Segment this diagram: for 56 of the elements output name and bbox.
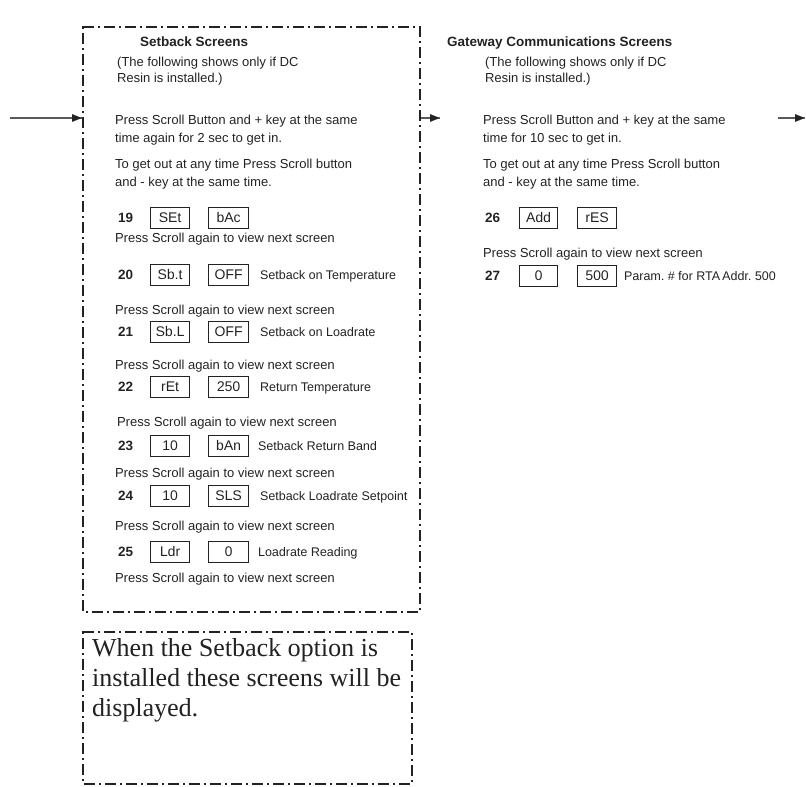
- display-readout: Sb.t: [150, 264, 190, 286]
- scroll-instruction: Press Scroll again to view next screen: [115, 229, 335, 247]
- instruction-text: To get out at any time Press Scroll button and - key at the same time.: [115, 155, 354, 191]
- note-box: [82, 631, 413, 785]
- step-number: 27: [485, 267, 500, 285]
- step-number: 19: [118, 209, 134, 227]
- screen-panel: [82, 26, 421, 613]
- display-readout: rEt: [150, 376, 190, 398]
- arrow: [10, 114, 82, 122]
- parameter-description: Setback on Loadrate: [260, 324, 376, 341]
- scroll-instruction: Press Scroll again to view next screen: [115, 464, 335, 482]
- step-number: 20: [118, 266, 134, 284]
- note-text: When the Setback option is installed these screens will be displayed.: [92, 633, 402, 723]
- parameter-description: Param. # for RTA Addr. 500: [624, 268, 776, 285]
- display-readout: bAc: [208, 207, 249, 229]
- display-readout: bAn: [208, 435, 249, 457]
- step-number: 25: [118, 543, 134, 561]
- scroll-instruction: Press Scroll again to view next screen: [115, 301, 335, 319]
- parameter-description: Loadrate Reading: [258, 544, 358, 561]
- display-readout: 0: [519, 265, 558, 287]
- parameter-description: Return Temperature: [260, 379, 371, 396]
- condition-note: (The following shows only if DC Resin is installed.): [117, 54, 300, 86]
- display-readout: SEt: [150, 207, 190, 229]
- parameter-description: Setback Return Band: [258, 438, 377, 455]
- section-heading: Gateway Communications Screens: [447, 33, 672, 51]
- display-readout: 0: [208, 541, 249, 563]
- arrow: [421, 114, 440, 122]
- step-number: 24: [118, 487, 134, 505]
- scroll-instruction: Press Scroll again to view next screen: [483, 244, 703, 262]
- instruction-text: Press Scroll Button and + key at the same time for 10 sec to get in.: [483, 111, 726, 147]
- display-readout: 250: [208, 376, 249, 398]
- scroll-instruction: Press Scroll again to view next screen: [115, 569, 335, 587]
- scroll-instruction: Press Scroll again to view next screen: [117, 413, 337, 431]
- display-readout: rES: [577, 207, 617, 229]
- scroll-instruction: Press Scroll again to view next screen: [115, 517, 335, 535]
- display-readout: Add: [519, 207, 558, 229]
- display-readout: 500: [577, 265, 617, 287]
- step-number: 23: [118, 437, 134, 455]
- section-heading: Setback Screens: [140, 33, 248, 51]
- scroll-instruction: Press Scroll again to view next screen: [115, 356, 335, 374]
- display-readout: OFF: [208, 321, 249, 343]
- display-readout: OFF: [208, 264, 249, 286]
- parameter-description: Setback Loadrate Setpoint: [260, 488, 408, 505]
- step-number: 22: [118, 378, 134, 396]
- arrow: [778, 114, 805, 122]
- display-readout: SLS: [208, 485, 249, 507]
- parameter-description: Setback on Temperature: [260, 267, 396, 284]
- display-readout: 10: [150, 485, 190, 507]
- display-readout: 10: [150, 435, 190, 457]
- step-number: 21: [118, 323, 134, 341]
- step-number: 26: [485, 209, 500, 227]
- instruction-text: To get out at any time Press Scroll button and - key at the same time.: [483, 155, 722, 191]
- display-readout: Sb.L: [150, 321, 190, 343]
- instruction-text: Press Scroll Button and + key at the same time again for 2 sec to get in.: [115, 111, 358, 147]
- condition-note: (The following shows only if DC Resin is installed.): [485, 54, 668, 86]
- display-readout: Ldr: [150, 541, 190, 563]
